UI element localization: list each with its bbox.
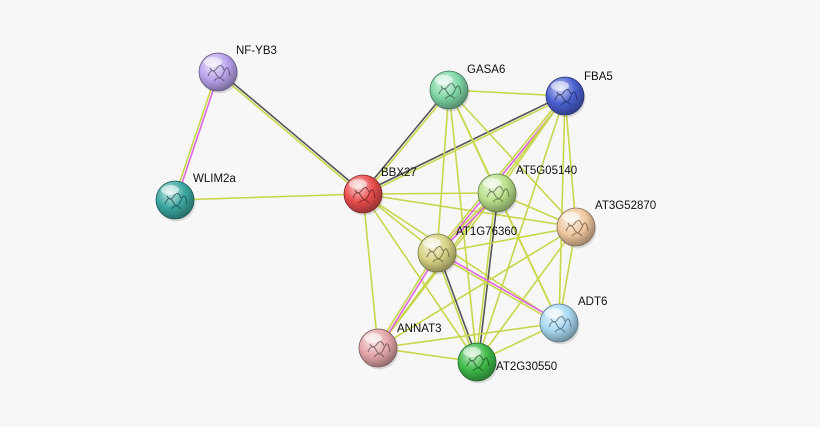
node-ADT6[interactable]: ADT6 [539,296,607,345]
node-label: AT3G52870 [595,200,656,212]
node-label: WLIM2a [193,173,236,185]
edge-AT3G52870-AT2G30550 [476,226,577,363]
node-label: BBX27 [381,167,417,179]
node-WLIM2a[interactable]: WLIM2a [155,173,236,222]
node-AT3G52870[interactable]: AT3G52870 [556,200,656,249]
node-highlight [364,333,382,343]
edge-line [362,192,498,195]
edge-line [362,94,565,194]
node-label: NF-YB3 [236,45,277,57]
edge-line [476,95,566,363]
edge-AT3G52870-AT1G76360 [436,226,577,254]
node-AT1G76360[interactable]: AT1G76360 [417,226,517,275]
structure-glyph [352,186,376,204]
edge-line [496,192,560,324]
edge-line [174,193,364,201]
node-highlight [463,347,481,357]
node-highlight [204,57,222,67]
edge-line [173,71,218,200]
edge-line [377,226,577,349]
edge-BBX27-GASA6 [361,88,451,196]
structure-glyph [367,340,391,358]
edge-ADT6-ANNAT3 [377,322,560,349]
node-highlight [161,185,179,195]
edge-line [218,70,365,194]
node-FBA5[interactable]: FBA5 [545,71,613,118]
node-label: AT5G05140 [516,165,577,177]
node-ANNAT3[interactable]: ANNAT3 [358,323,442,370]
node-highlight [562,212,580,222]
edge-line [476,226,577,363]
node-BBX27[interactable]: BBX27 [343,167,417,216]
node-label: GASA6 [467,64,505,76]
node-label: ANNAT3 [397,323,442,335]
edge-line [361,88,449,194]
structure-glyph [164,192,188,210]
edge-FBA5-AT2G30550 [476,95,566,363]
edge-BBX27-ADT6 [362,193,560,324]
edge-line [175,72,220,201]
node-label: ADT6 [578,296,607,308]
edge-line [558,95,566,324]
edge-line [216,72,363,196]
edge-line [362,193,560,324]
node-highlight [551,81,569,91]
edge-BBX27-ANNAT3 [362,193,379,349]
node-AT2G30550[interactable]: AT2G30550 [457,342,557,384]
structure-glyph [554,88,578,106]
node-AT5G05140[interactable]: AT5G05140 [477,165,577,215]
structure-glyph [426,245,450,263]
edge-AT5G05140-ADT6 [496,192,560,324]
edge-NF-YB3-BBX27 [216,70,365,196]
edge-line [435,94,565,253]
node-highlight [435,75,453,85]
node-label: FBA5 [584,71,613,83]
node-label: AT1G76360 [456,226,517,238]
edge-line [377,95,566,349]
node-highlight [423,238,441,248]
node-NF-YB3[interactable]: NF-YB3 [198,45,277,94]
edge-NF-YB3-WLIM2a [173,71,220,201]
structure-glyph [486,185,510,203]
edge-line [363,96,566,196]
edge-BBX27-AT5G05140 [362,192,498,195]
node-label: AT2G30550 [496,361,557,373]
node-GASA6[interactable]: GASA6 [429,64,505,112]
edge-AT1G76360-ADT6 [436,251,560,325]
edge-FBA5-AT3G52870 [564,95,577,228]
node-highlight [545,308,563,318]
edge-WLIM2a-BBX27 [174,193,364,201]
edge-AT3G52870-ANNAT3 [377,226,577,349]
edge-FBA5-ANNAT3 [377,95,566,349]
edge-BBX27-FBA5 [362,94,566,196]
structure-glyph [438,82,462,100]
edge-line [436,226,577,254]
edge-line [436,89,450,254]
edge-line [377,322,560,349]
node-highlight [483,178,501,188]
edge-line [362,193,379,349]
edge-line [363,90,451,196]
structure-glyph [207,64,231,82]
edge-FBA5-ADT6 [558,95,566,324]
edge-line [437,251,560,323]
edge-GASA6-AT1G76360 [436,89,450,254]
structure-glyph [466,354,490,372]
node-highlight [349,179,367,189]
edge-line [564,95,577,228]
structure-glyph [565,219,589,237]
structure-glyph [548,315,572,333]
edge-line [436,253,559,325]
